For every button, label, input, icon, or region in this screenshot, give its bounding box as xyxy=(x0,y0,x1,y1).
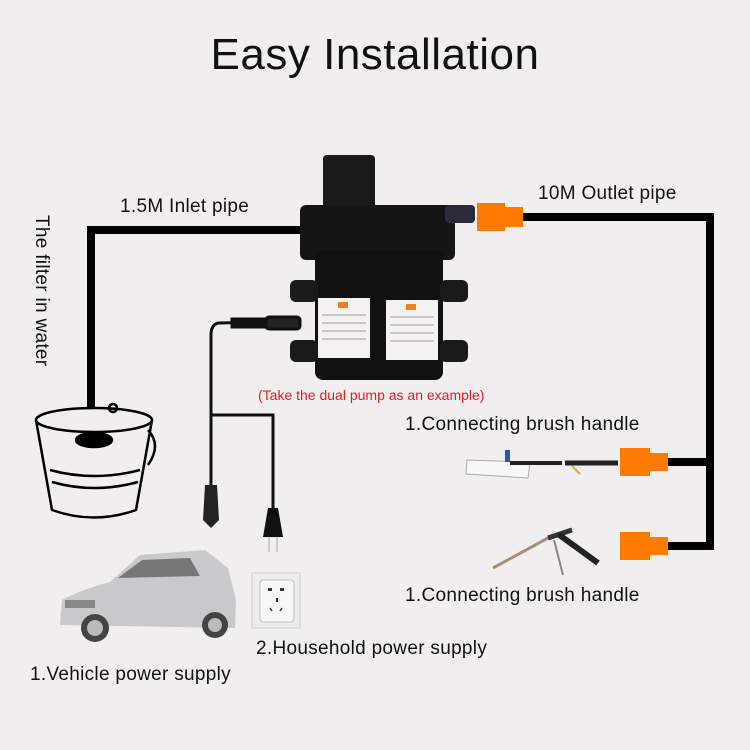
inlet-pipe xyxy=(87,226,300,440)
car-plug-icon xyxy=(203,485,219,528)
outlet-pipe-label: 10M Outlet pipe xyxy=(538,183,677,204)
brush-handle-label-2: 1.Connecting brush handle xyxy=(405,585,640,606)
wall-socket-icon xyxy=(251,572,301,629)
pump-note: (Take the dual pump as an example) xyxy=(258,387,485,403)
household-power-label: 2.Household power supply xyxy=(256,638,488,659)
spray-gun-image xyxy=(492,527,600,576)
gun-connector xyxy=(620,532,668,560)
brush-handle-label-1: 1.Connecting brush handle xyxy=(405,414,640,435)
vehicle-power-label: 1.Vehicle power supply xyxy=(30,664,231,685)
brush-connector xyxy=(620,448,668,476)
outlet-connector xyxy=(477,203,523,231)
car-image xyxy=(60,550,236,642)
filter-label: The filter in water xyxy=(31,215,52,367)
bucket-icon xyxy=(34,402,157,519)
wall-plug-icon xyxy=(263,508,283,552)
page-title: Easy Installation xyxy=(210,30,540,79)
dual-pump-image xyxy=(290,155,475,380)
power-cable xyxy=(209,315,302,512)
outlet-pipe xyxy=(520,213,714,550)
inlet-pipe-label: 1.5M Inlet pipe xyxy=(120,196,250,217)
brush-handle-image xyxy=(465,450,618,479)
